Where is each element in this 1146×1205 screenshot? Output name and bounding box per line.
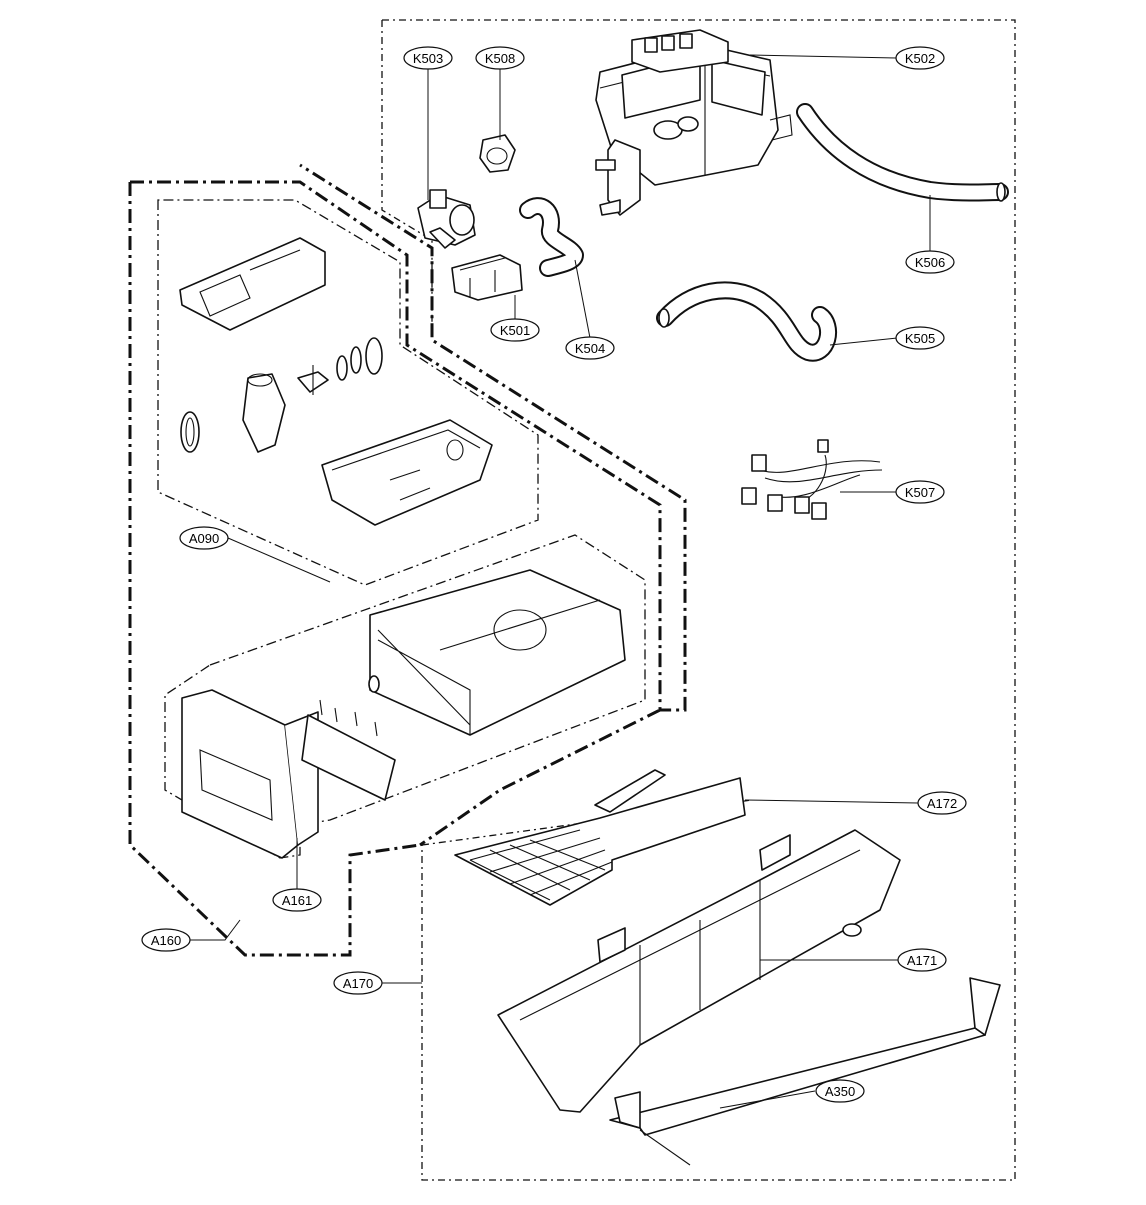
callout-k506: K506 xyxy=(905,250,955,274)
bracket-drawing xyxy=(451,254,523,301)
callout-k505: K505 xyxy=(895,326,945,350)
hose-clamp-drawing xyxy=(479,134,516,173)
drawer-front-drawing xyxy=(181,689,319,859)
tray-base-drawing xyxy=(497,829,901,1113)
callout-label: K506 xyxy=(915,255,945,270)
callout-label: K507 xyxy=(905,485,935,500)
long-hose-drawing xyxy=(796,103,1009,202)
pump-housing-drawing xyxy=(595,29,793,216)
callout-label: K508 xyxy=(485,51,515,66)
inlet-valve-drawing xyxy=(417,189,476,249)
washer-rings-drawing xyxy=(336,337,383,381)
callout-k504: K504 xyxy=(565,336,615,360)
a090-group-boundary xyxy=(157,199,539,586)
callout-label: A160 xyxy=(151,933,181,948)
k-group-boundary xyxy=(381,19,1016,1181)
callout-a161: A161 xyxy=(272,888,322,912)
callout-a170: A170 xyxy=(333,971,383,995)
callout-label: K504 xyxy=(575,341,605,356)
callout-label: K502 xyxy=(905,51,935,66)
callout-label: A350 xyxy=(825,1084,855,1099)
callout-label: K505 xyxy=(905,331,935,346)
drawer-group-boundary xyxy=(164,534,646,859)
callout-a090: A090 xyxy=(179,526,229,550)
grid-cover-drawing xyxy=(454,769,746,906)
siphon-elbow-drawing xyxy=(242,373,286,453)
leader-lines xyxy=(190,54,931,1109)
callout-label: K503 xyxy=(413,51,443,66)
connector-drawing xyxy=(297,365,329,395)
callout-a171: A171 xyxy=(897,948,947,972)
callout-k508: K508 xyxy=(475,46,525,70)
callout-k502: K502 xyxy=(895,46,945,70)
a160-group-boundary xyxy=(128,163,687,957)
callout-k503: K503 xyxy=(403,46,453,70)
callout-label: A161 xyxy=(282,893,312,908)
callout-a172: A172 xyxy=(917,791,967,815)
callout-label: A172 xyxy=(927,796,957,811)
callout-label: A090 xyxy=(189,531,219,546)
elbow-hose-drawing xyxy=(519,197,584,277)
callout-k507: K507 xyxy=(895,480,945,504)
wire-harness-drawing xyxy=(741,439,883,520)
callout-label: A171 xyxy=(907,953,937,968)
detergent-cap-drawing xyxy=(179,237,326,331)
callout-label: K501 xyxy=(500,323,530,338)
callout-label: A170 xyxy=(343,976,373,991)
callout-k501: K501 xyxy=(490,318,540,342)
grille-clip-drawing xyxy=(301,699,396,801)
callout-a160: A160 xyxy=(141,928,191,952)
detergent-tray-drawing xyxy=(321,419,493,526)
callout-a350: A350 xyxy=(815,1079,865,1103)
curved-hose-drawing xyxy=(656,281,837,362)
seal-ring-drawing xyxy=(180,411,200,453)
bracket-bar-drawing xyxy=(609,977,1001,1166)
drawer-housing-drawing xyxy=(368,569,626,736)
